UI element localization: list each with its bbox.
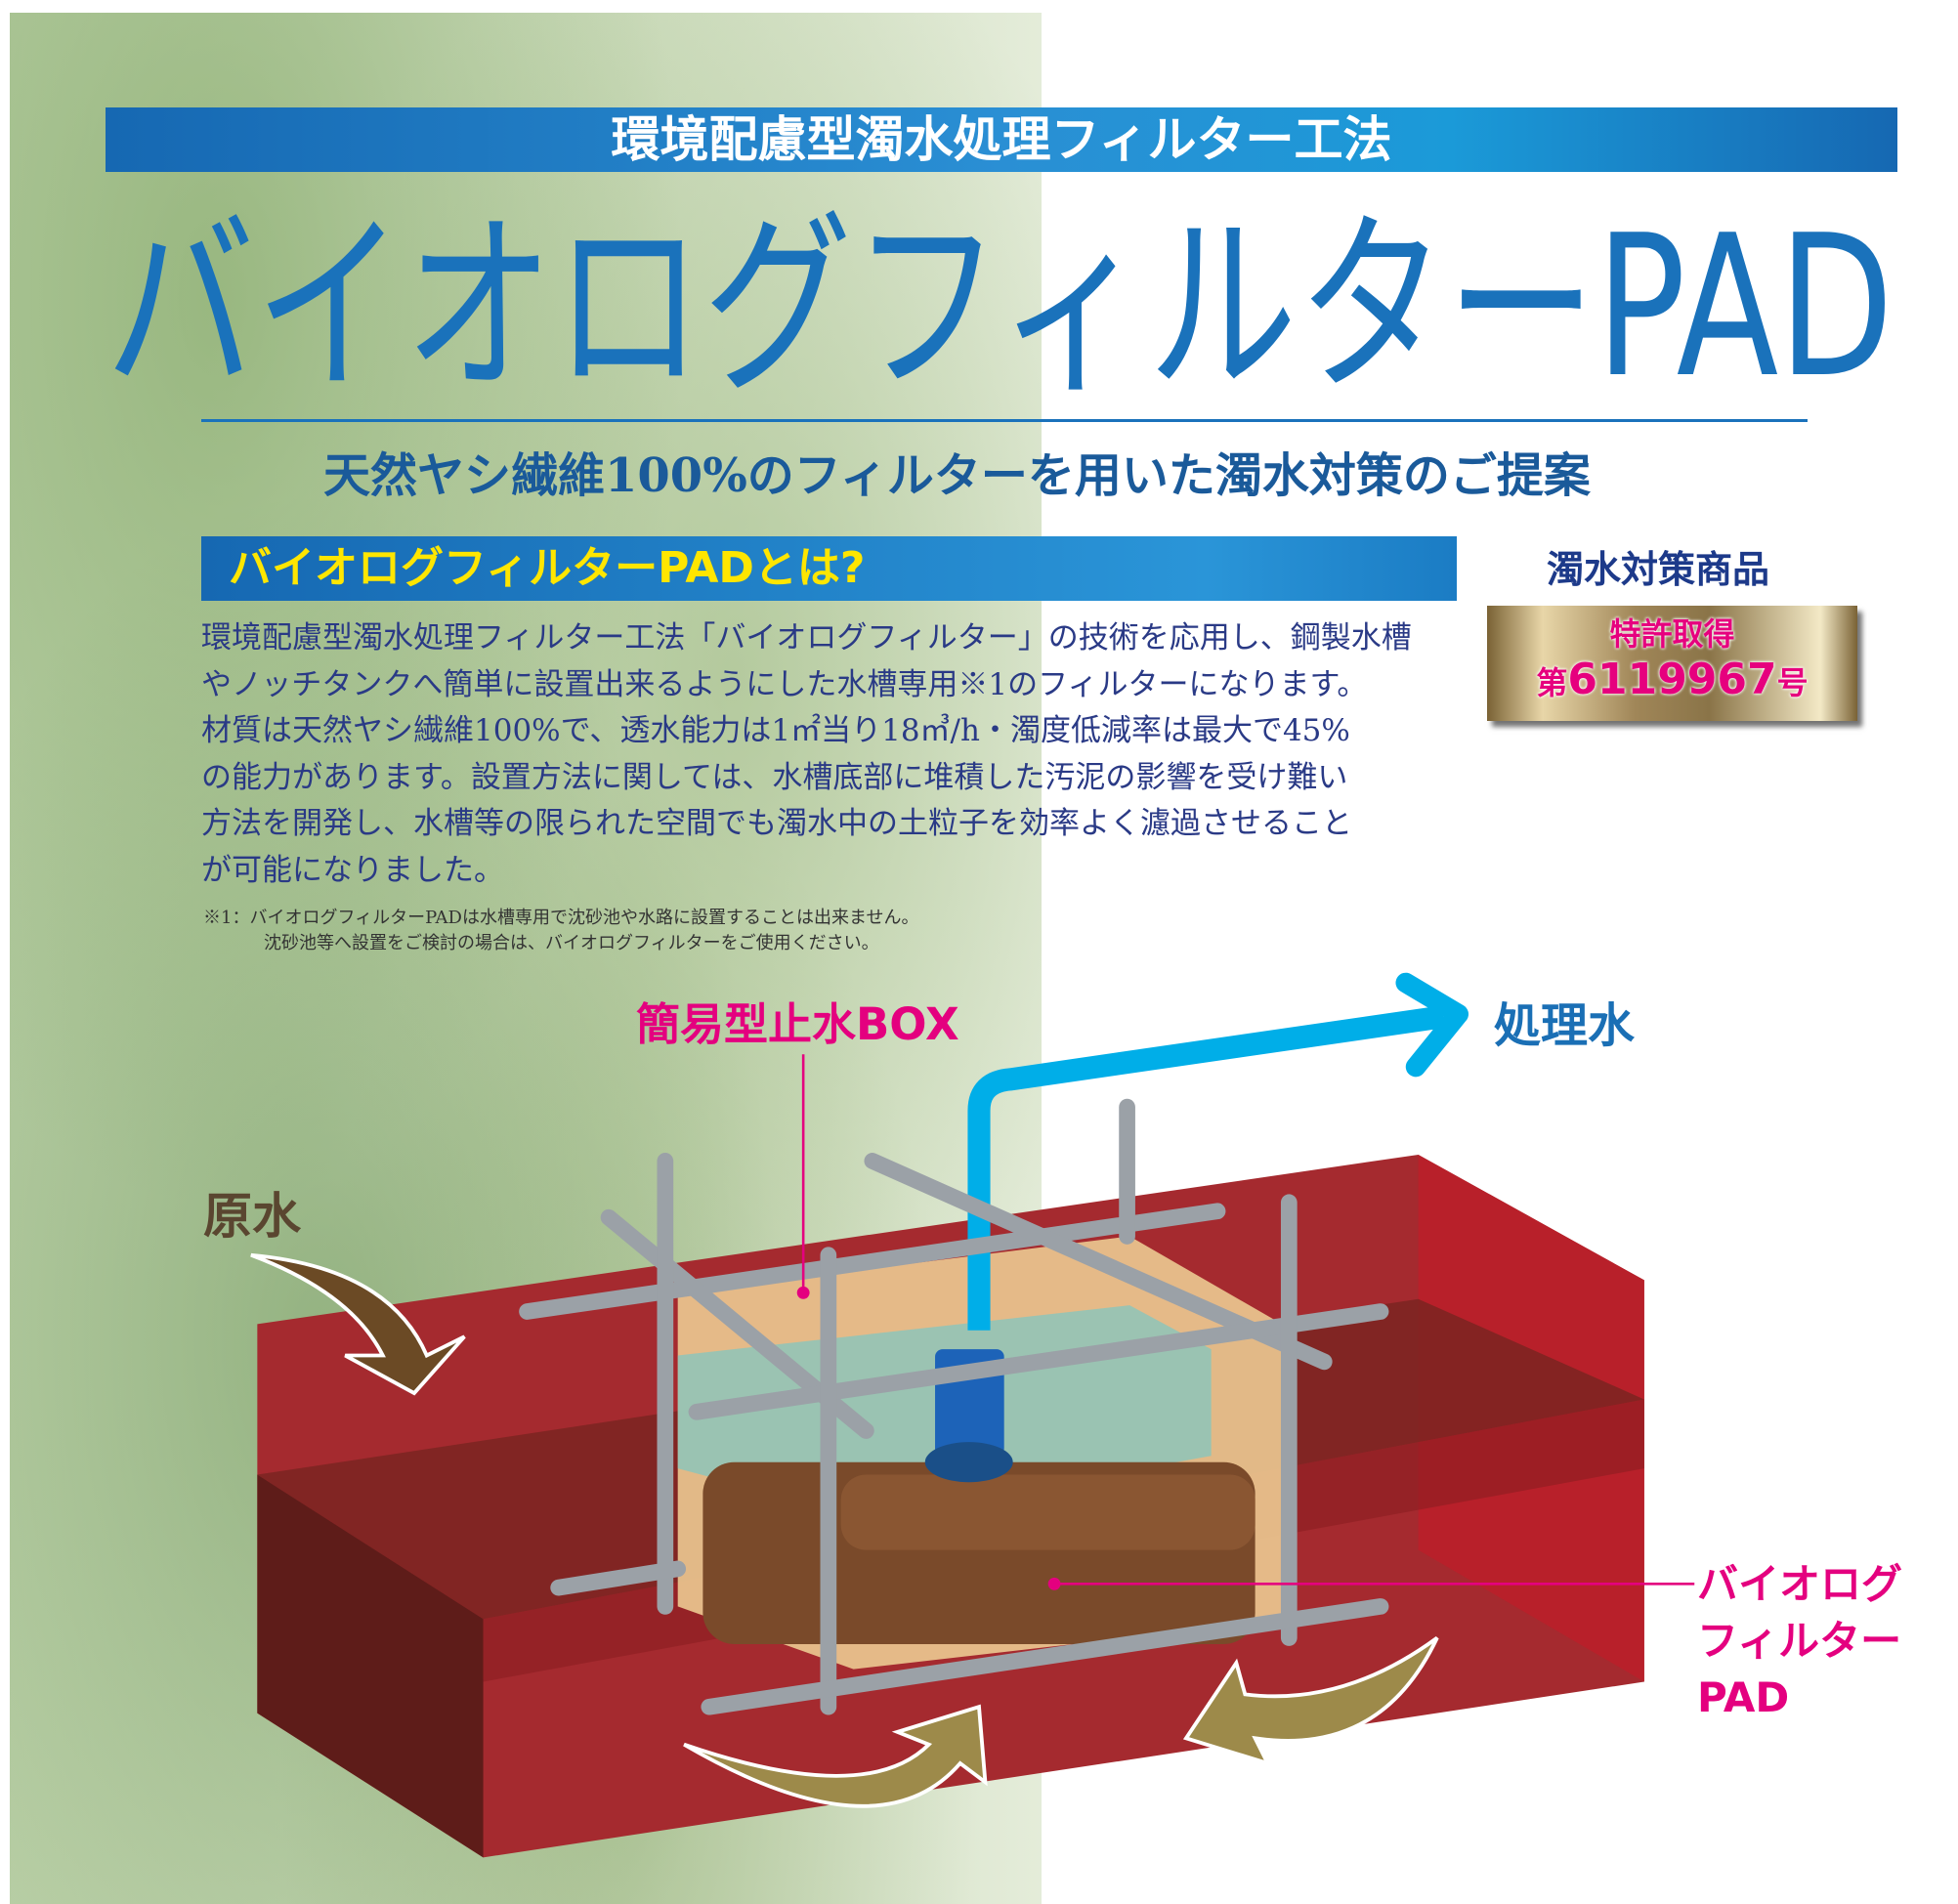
patent-plate: 特許取得 第6119967号 bbox=[1487, 606, 1857, 721]
tank-front-face bbox=[257, 1474, 484, 1858]
patent-label: 特許取得 bbox=[1609, 615, 1735, 653]
product-category: 濁水対策商品 bbox=[1547, 548, 1770, 591]
description-line: の能力があります。設置方法に関しては、水槽底部に堆積した汚泥の影響を受け難い bbox=[201, 759, 1348, 795]
patent-prefix: 第 bbox=[1536, 664, 1568, 701]
description-line: 方法を開発し、水槽等の限られた空間でも濁水中の土粒子を効率よく濾過させること bbox=[201, 806, 1352, 841]
circulation-arrow-left bbox=[683, 1704, 988, 1808]
pump-strainer bbox=[924, 1442, 1013, 1483]
title-divider bbox=[201, 419, 1808, 422]
description-line: 材質は天然ヤシ繊維100%で、透水能力は1㎡当り18㎥/h・濁度低減率は最大で4… bbox=[201, 713, 1350, 748]
description-line: 環境配慮型濁水処理フィルター工法「バイオログフィルター」の技術を応用し、鋼製水槽 bbox=[201, 620, 1412, 656]
product-title-wrapper: バイオログフィルターPAD bbox=[106, 193, 1894, 403]
pad-leader-dot bbox=[1047, 1577, 1061, 1590]
inflow-label: 原水 bbox=[203, 1188, 301, 1245]
filter-pad-top bbox=[840, 1474, 1256, 1550]
pad-label-line: フィルター bbox=[1697, 1617, 1902, 1665]
pad-label-line: PAD bbox=[1697, 1673, 1790, 1721]
patent-suffix: 号 bbox=[1776, 664, 1809, 701]
category-band: 環境配慮型濁水処理フィルター工法 bbox=[106, 107, 1897, 172]
circulation-arrow-right bbox=[1182, 1635, 1439, 1767]
pad-label: バイオログ フィルター PAD bbox=[1697, 1556, 1941, 1726]
discharge-pipe bbox=[967, 1005, 1445, 1331]
footnote-line: 沈砂池等へ設置をご検討の場合は、バイオログフィルターをご使用ください。 bbox=[264, 932, 879, 953]
outflow-arrowhead bbox=[1395, 972, 1469, 1078]
description: 環境配慮型濁水処理フィルター工法「バイオログフィルター」の技術を応用し、鋼製水槽… bbox=[201, 615, 1469, 894]
box-leader-dot bbox=[796, 1286, 810, 1299]
footnote-line: ※1：バイオログフィルターPADは水槽専用で沈砂池や水路に設置することは出来ませ… bbox=[203, 908, 919, 928]
frame-pipe bbox=[701, 1598, 1389, 1715]
footnote: ※1：バイオログフィルターPADは水槽専用で沈砂池や水路に設置することは出来ませ… bbox=[203, 906, 1180, 955]
description-line: が可能になりました。 bbox=[201, 852, 504, 888]
patent-number: 6119967 bbox=[1567, 655, 1777, 704]
pad-label-line: バイオログ bbox=[1697, 1560, 1903, 1608]
patent-number-line: 第6119967号 bbox=[1487, 653, 1857, 710]
description-line: やノッチタンクへ簡単に設置出来るようにした水槽専用※1のフィルターになります。 bbox=[201, 666, 1368, 702]
support-frame bbox=[519, 1098, 1389, 1715]
product-title: バイオログフィルターPAD bbox=[106, 193, 1894, 403]
box-label: 簡易型止水BOX bbox=[636, 998, 959, 1050]
outflow-label: 処理水 bbox=[1494, 998, 1636, 1053]
frame-pipe bbox=[688, 1303, 1389, 1420]
section-heading: バイオログフィルターPADとは? bbox=[201, 536, 1457, 601]
frame-pipe bbox=[519, 1203, 1226, 1320]
inflow-arrow bbox=[250, 1252, 466, 1396]
subtitle: 天然ヤシ繊維100%のフィルターを用いた濁水対策のご提案 bbox=[323, 448, 1591, 503]
frame-pipe bbox=[550, 1560, 687, 1596]
